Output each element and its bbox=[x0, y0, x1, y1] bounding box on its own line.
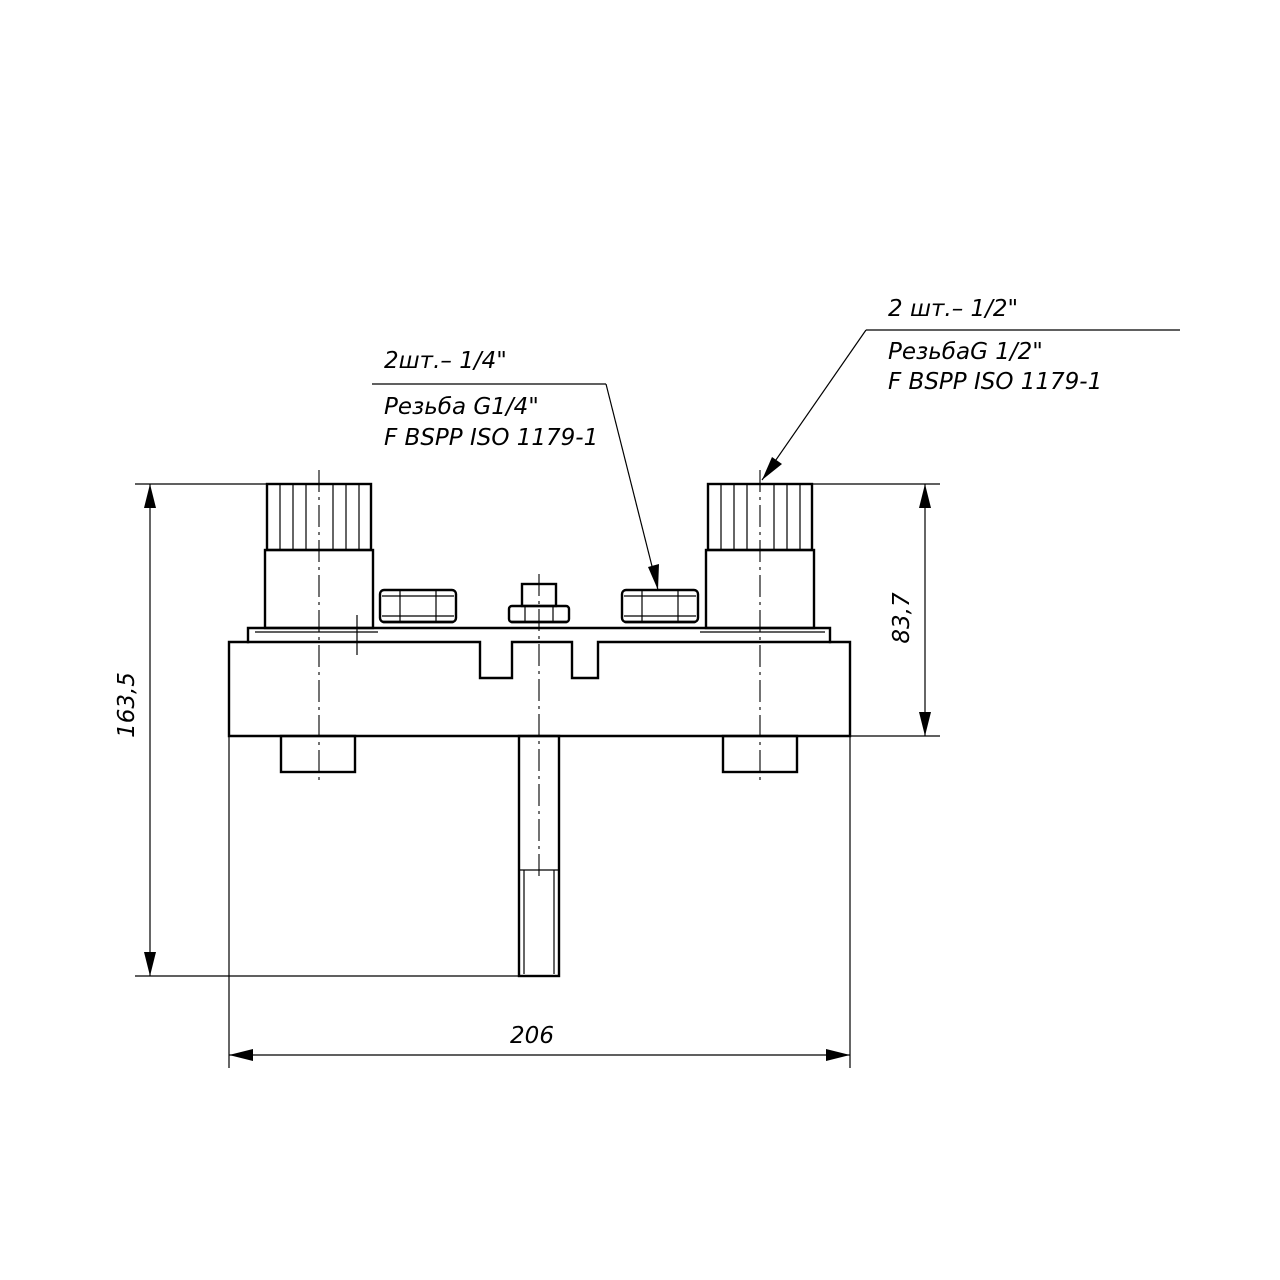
left-hex-body bbox=[378, 588, 458, 624]
callout-left-leader bbox=[372, 383, 659, 591]
callout-left-standard: F BSPP ISO 1179-1 bbox=[384, 425, 598, 451]
callout-right-thread: РезьбаG 1/2" bbox=[888, 339, 1043, 365]
centerlines bbox=[318, 470, 761, 880]
callout-right-leader bbox=[761, 329, 1180, 481]
dim-body-height-label: 83,7 bbox=[889, 592, 915, 644]
right-small-hex-plug bbox=[620, 588, 700, 624]
dim-overall-width bbox=[228, 736, 851, 1068]
dim-overall-height-label: 163,5 bbox=[114, 672, 140, 738]
callout-left-qty: 2шт.– 1/4" bbox=[384, 348, 507, 374]
left-bottom-boss bbox=[279, 734, 357, 774]
callout-left-thread: Резьба G1/4" bbox=[384, 394, 539, 420]
dim-overall-width-label: 206 bbox=[510, 1023, 554, 1049]
callout-right-standard: F BSPP ISO 1179-1 bbox=[888, 369, 1102, 395]
dim-overall-height bbox=[135, 483, 519, 977]
left-small-hex-plug bbox=[378, 588, 458, 624]
dim-body-height bbox=[812, 483, 940, 737]
right-hex-body bbox=[620, 588, 700, 624]
callout-right-qty: 2 шт.– 1/2" bbox=[888, 296, 1018, 322]
